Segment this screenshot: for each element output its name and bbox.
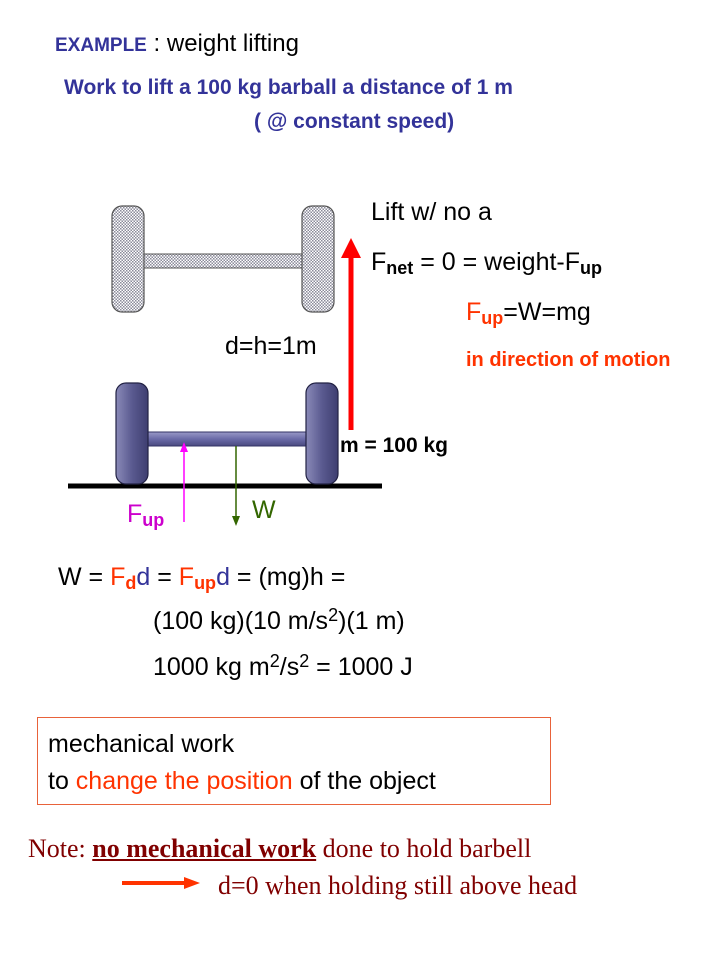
definition-highlight: change the position — [75, 767, 293, 795]
force-up-equation: Fup=W=mg — [466, 298, 591, 329]
definition-rest: of the object — [292, 767, 436, 795]
example-label: EXAMPLE — [55, 35, 147, 56]
ghost-barbell — [111, 205, 335, 313]
eq-f-d: F — [110, 563, 126, 591]
ghost-left-plate — [111, 205, 145, 313]
subtitle-line-2: ( @ constant speed) — [254, 110, 455, 133]
fnet-subscript-up: up — [580, 257, 603, 278]
barbell-left-plate — [115, 382, 149, 485]
net-force-equation: Fnet = 0 = weight-Fup — [371, 248, 602, 279]
fnet-subscript: net — [386, 257, 414, 278]
force-up-arrow — [180, 442, 188, 522]
note-prefix: Note: — [28, 834, 93, 863]
definition-line-1: mechanical work — [48, 730, 235, 758]
eq-rest: = (mg)h = — [229, 563, 346, 591]
eq-d-1: d — [136, 563, 151, 591]
eq3-a: 1000 kg m — [153, 653, 270, 681]
page-title: EXAMPLE : weight lifting — [55, 30, 299, 58]
note-line-1: Note: no mechanical work done to hold ba… — [28, 834, 531, 864]
eq3-sup-2: 2 — [299, 650, 310, 671]
title-text: : weight lifting — [146, 30, 299, 57]
work-equation-line-2: (100 kg)(10 m/s2)(1 m) — [153, 604, 405, 636]
eq2-a: (100 kg)(10 m/s — [153, 607, 329, 635]
barbell-right-plate — [305, 382, 339, 485]
mass-label: m = 100 kg — [340, 434, 448, 457]
force-up-label: Fup — [127, 500, 164, 531]
eq-w: W = — [58, 563, 111, 591]
fup-rest: =W=mg — [503, 298, 591, 326]
definition-box — [37, 717, 551, 805]
fnet-rest: = 0 = weight-F — [413, 248, 581, 276]
eq3-sup-1: 2 — [269, 650, 280, 671]
lift-text: Lift w/ no a — [371, 198, 492, 226]
force-up-symbol: F — [127, 500, 143, 528]
eq-d-2: d — [216, 563, 230, 591]
note-bold: no mechanical work — [92, 834, 317, 863]
ghost-right-plate — [301, 205, 335, 313]
note-arrow-icon — [122, 877, 200, 889]
weight-label: W — [252, 496, 276, 524]
ghost-bar — [139, 253, 309, 269]
fnet-symbol: F — [371, 248, 387, 276]
weight-arrow — [232, 446, 240, 526]
subtitle-line-1: Work to lift a 100 kg barball a distance… — [64, 76, 513, 99]
force-up-subscript: up — [142, 509, 165, 530]
fup-symbol: F — [466, 298, 482, 326]
eq-f-up: F — [178, 563, 195, 591]
direction-text: in direction of motion — [466, 349, 671, 371]
eq2-sup: 2 — [328, 604, 339, 625]
work-equation-line-3: 1000 kg m2/s2 = 1000 J — [153, 650, 413, 682]
eq-sub-up: up — [194, 572, 217, 593]
definition-to: to — [48, 767, 76, 795]
note-line-2: d=0 when holding still above head — [218, 871, 578, 900]
eq-sub-d: d — [125, 572, 137, 593]
eq3-c: = 1000 J — [309, 653, 413, 681]
lift-arrow — [341, 238, 361, 430]
note-rest: done to hold barbell — [316, 834, 532, 863]
eq3-b: /s — [279, 653, 300, 681]
distance-label: d=h=1m — [225, 332, 317, 360]
work-equation-line-1: W = Fdd = Fupd = (mg)h = — [58, 563, 345, 594]
barbell — [115, 382, 339, 485]
definition-line-2: to change the position of the object — [48, 767, 436, 796]
eq2-b: )(1 m) — [338, 607, 405, 635]
barbell-bar — [145, 431, 313, 447]
eq-equals: = — [150, 563, 179, 591]
fup-subscript: up — [481, 307, 504, 328]
